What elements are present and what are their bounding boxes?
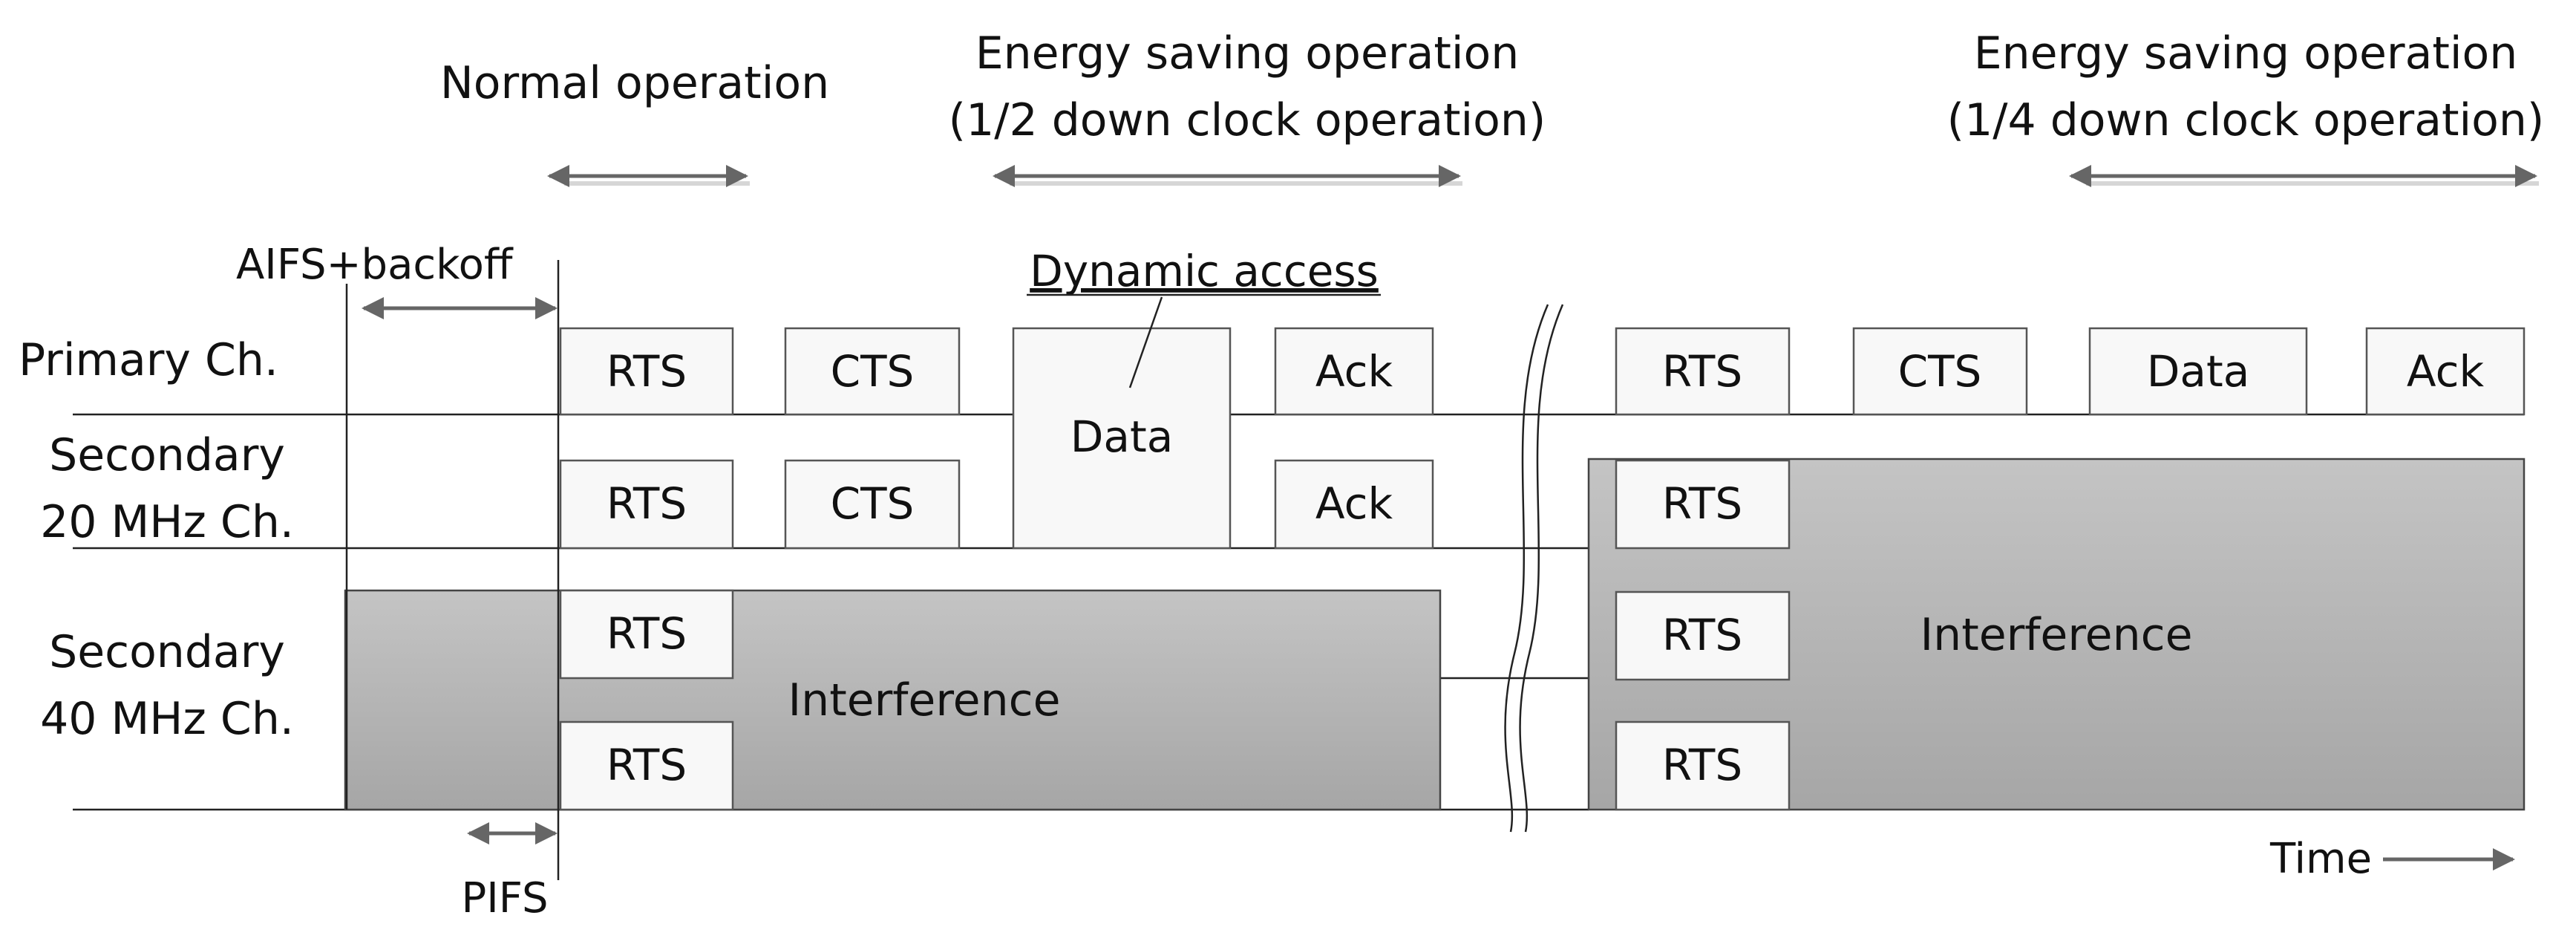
frame-rts-right: RTS bbox=[1615, 327, 1791, 416]
svg-text:RTS: RTS bbox=[607, 740, 687, 790]
time-break-symbol bbox=[1504, 304, 1564, 833]
svg-text:CTS: CTS bbox=[1898, 346, 1982, 397]
aifs-backoff-label: AIFS+backoff bbox=[236, 241, 514, 289]
svg-text:RTS: RTS bbox=[1662, 610, 1742, 660]
pifs-label: PIFS bbox=[461, 874, 548, 922]
svg-text:RTS: RTS bbox=[607, 478, 687, 529]
svg-text:RTS: RTS bbox=[1662, 346, 1742, 397]
svg-text:RTS: RTS bbox=[607, 608, 687, 659]
frame-ack-right: Ack bbox=[2365, 327, 2526, 416]
svg-text:Data: Data bbox=[2147, 346, 2250, 397]
frame-data-wide: Data bbox=[1012, 327, 1232, 550]
frame-rts-sec40-a: RTS bbox=[559, 589, 734, 680]
interference-label-left: Interference bbox=[788, 674, 1060, 726]
time-label: Time bbox=[2269, 835, 2372, 883]
energy-saving-half-subtitle: (1/2 down clock operation) bbox=[949, 94, 1546, 146]
secondary20-channel-label-line2: 20 MHz Ch. bbox=[40, 496, 294, 548]
frame-ack: Ack bbox=[1274, 327, 1434, 416]
secondary20-channel-label-line1: Secondary bbox=[49, 429, 285, 481]
energy-saving-quarter-subtitle: (1/4 down clock operation) bbox=[1947, 94, 2545, 146]
frame-rts-right-sec40-b: RTS bbox=[1615, 720, 1791, 811]
energy-saving-half-title: Energy saving operation bbox=[975, 27, 1520, 79]
interference-block-left bbox=[344, 589, 1442, 811]
svg-text:RTS: RTS bbox=[1662, 478, 1742, 529]
frame-rts-right-sec20: RTS bbox=[1615, 459, 1791, 550]
dynamic-access-label: Dynamic access bbox=[1030, 246, 1379, 296]
normal-operation-label: Normal operation bbox=[440, 57, 829, 109]
svg-text:Ack: Ack bbox=[2407, 346, 2485, 397]
primary-channel-label: Primary Ch. bbox=[19, 334, 278, 386]
energy-saving-quarter-title: Energy saving operation bbox=[1974, 27, 2518, 79]
frame-cts-sec20: CTS bbox=[784, 459, 961, 550]
svg-text:Data: Data bbox=[1070, 411, 1174, 462]
svg-text:CTS: CTS bbox=[831, 346, 915, 397]
frame-data-right: Data bbox=[2088, 327, 2308, 416]
frame-rts-sec20: RTS bbox=[559, 459, 734, 550]
frame-cts-right: CTS bbox=[1852, 327, 2028, 416]
svg-text:Ack: Ack bbox=[1315, 346, 1393, 397]
interference-label-right: Interference bbox=[1920, 609, 2192, 661]
frame-cts: CTS bbox=[784, 327, 961, 416]
normal-operation-arrow bbox=[547, 165, 750, 187]
frame-ack-sec20: Ack bbox=[1274, 459, 1434, 550]
frame-rts: RTS bbox=[559, 327, 734, 416]
secondary40-channel-label-line2: 40 MHz Ch. bbox=[40, 693, 294, 745]
energy-quarter-arrow bbox=[2069, 165, 2539, 187]
frame-rts-right-sec40-a: RTS bbox=[1615, 590, 1791, 681]
svg-text:RTS: RTS bbox=[1662, 740, 1742, 790]
svg-text:CTS: CTS bbox=[831, 478, 915, 529]
svg-text:RTS: RTS bbox=[607, 346, 687, 397]
frame-rts-sec40-b: RTS bbox=[559, 720, 734, 811]
secondary40-channel-label-line1: Secondary bbox=[49, 626, 285, 678]
energy-half-arrow bbox=[993, 165, 1462, 187]
svg-text:Ack: Ack bbox=[1315, 478, 1393, 529]
dynamic-access-leader bbox=[1128, 296, 1163, 388]
